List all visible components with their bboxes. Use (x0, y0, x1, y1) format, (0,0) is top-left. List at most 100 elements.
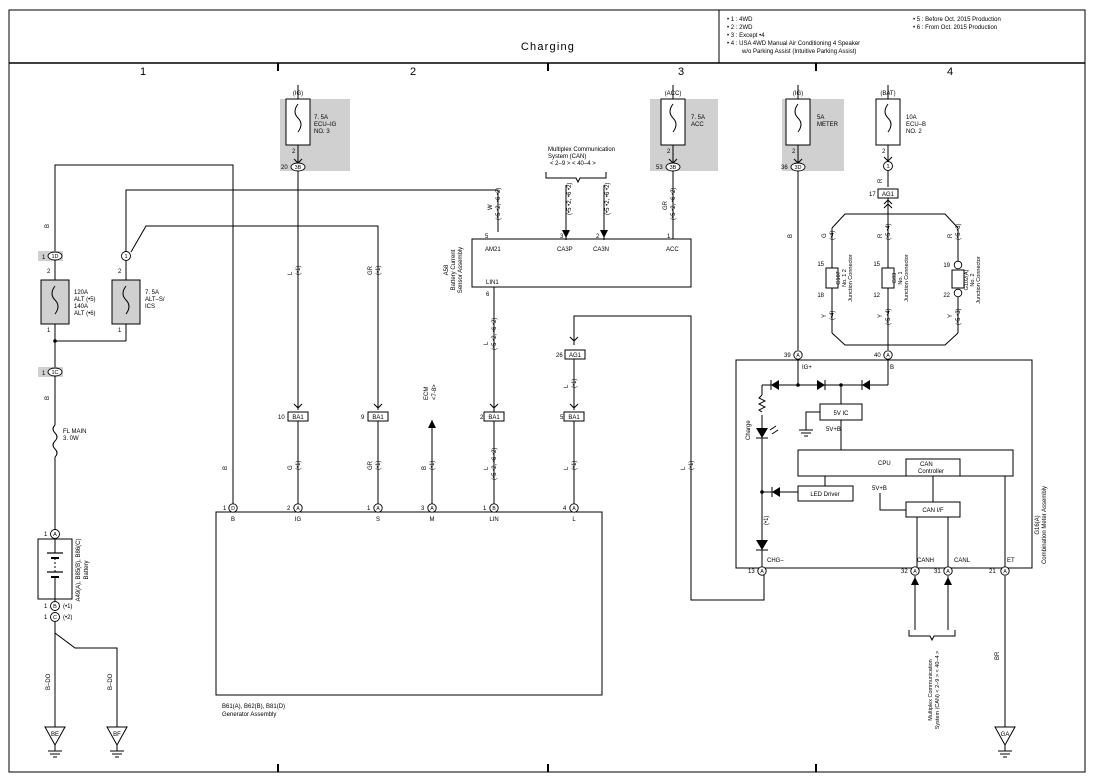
svg-text:METER: METER (817, 122, 839, 128)
svg-text:(•2): (•2) (63, 615, 72, 621)
svg-text:IG: IG (295, 517, 302, 523)
svg-text:Controller: Controller (918, 469, 944, 475)
svg-text:B: B (45, 396, 51, 400)
svg-text:A49(A), B85(B), B86(C): A49(A), B85(B), B86(C) (76, 538, 82, 601)
svg-text:4: 4 (563, 506, 567, 512)
svg-text:L: L (572, 517, 576, 523)
svg-text:(•5 •2, •6 •2): (•5 •2, •6 •2) (496, 188, 502, 220)
svg-text:(•1): (•1) (572, 379, 578, 388)
svg-text:AM21: AM21 (485, 247, 501, 253)
svg-text:20: 20 (281, 165, 288, 171)
svg-text:(•1): (•1) (296, 266, 302, 275)
svg-text:1: 1 (42, 371, 46, 377)
svg-text:G93: G93 (892, 273, 898, 283)
svg-text:2: 2 (480, 415, 484, 421)
svg-text:Sensor Assembly: Sensor Assembly (458, 247, 464, 293)
svg-text:1: 1 (42, 255, 46, 261)
svg-text:R: R (878, 178, 884, 183)
svg-text:NO. 3: NO. 3 (314, 129, 330, 135)
svg-text:A: A (913, 569, 917, 575)
svg-text:21: 21 (989, 569, 996, 575)
svg-text:Y: Y (948, 314, 954, 318)
svg-text:BA1: BA1 (292, 415, 304, 421)
svg-text:L: L (564, 466, 570, 470)
svg-text:CAN I/F: CAN I/F (922, 508, 944, 514)
svg-text:CPU: CPU (878, 461, 891, 467)
svg-text:L: L (564, 384, 570, 388)
svg-text:2: 2 (47, 269, 51, 275)
svg-text:BA1: BA1 (488, 415, 500, 421)
fuse-ecu-b-no2: (BAT) 10A ECU–B NO. 2 2 1 (875, 85, 926, 171)
svg-text:1: 1 (124, 254, 127, 260)
svg-text:System (CAN) < 2–9 > < 40–4 >: System (CAN) < 2–9 > < 40–4 > (935, 651, 941, 730)
svg-text:9: 9 (361, 415, 365, 421)
note-4-cont: w/o Parking Assist (Intuitive Parking As… (741, 49, 856, 55)
svg-text:GA: GA (1001, 732, 1010, 738)
svg-text:Generator Assembly: Generator Assembly (222, 712, 276, 718)
svg-text:G: G (288, 465, 294, 470)
svg-text:A: A (886, 353, 890, 359)
svg-text:CANH: CANH (917, 558, 934, 564)
svg-text:31: 31 (934, 569, 941, 575)
svg-text:7. 5A: 7. 5A (145, 290, 159, 296)
svg-text:A: A (796, 353, 800, 359)
svg-text:ALT (•6): ALT (•6) (74, 311, 96, 317)
svg-text:Battery Current: Battery Current (451, 249, 457, 290)
svg-text:No. 1: No. 1 (898, 271, 904, 284)
svg-text:BE: BE (51, 732, 59, 738)
svg-text:(•4): (•4) (830, 311, 836, 320)
svg-text:2: 2 (287, 506, 291, 512)
svg-text:(•1): (•1) (376, 266, 382, 275)
svg-text:(•5 •2, •6 •2): (•5 •2, •6 •2) (671, 188, 677, 220)
svg-text:B–DO: B–DO (108, 673, 114, 690)
svg-text:Junction Connector: Junction Connector (976, 256, 982, 304)
svg-text:ALT (•5): ALT (•5) (74, 297, 96, 303)
svg-text:G16(A): G16(A) (1035, 515, 1041, 534)
svg-text:B: B (422, 466, 428, 470)
svg-text:B: B (788, 234, 794, 238)
svg-text:Y: Y (878, 314, 884, 318)
svg-text:B61(A), B62(B), B81(D): B61(A), B62(B), B81(D) (222, 704, 285, 710)
svg-text:12: 12 (873, 293, 880, 299)
svg-text:6: 6 (486, 292, 490, 298)
svg-text:17: 17 (869, 192, 876, 198)
svg-text:2: 2 (596, 234, 600, 240)
svg-text:IG+: IG+ (802, 365, 812, 371)
svg-text:FL MAIN: FL MAIN (63, 429, 86, 435)
svg-text:32: 32 (901, 569, 908, 575)
note-4: • 4 : USA 4WD Manual Air Conditioning 4 … (727, 41, 860, 47)
grid-col-2: 2 (410, 66, 416, 78)
svg-text:5V IC: 5V IC (833, 411, 849, 417)
svg-text:Battery: Battery (84, 560, 90, 579)
svg-text:Charge: Charge (746, 420, 752, 440)
svg-text:A: A (296, 506, 300, 512)
svg-text:R: R (948, 233, 954, 238)
wire-m-ecm: ECM <7-8> B (•1) (422, 384, 438, 505)
svg-text:ACC: ACC (666, 247, 679, 253)
svg-text:15: 15 (873, 262, 880, 268)
svg-text:120A: 120A (74, 290, 88, 296)
svg-text:Combination Meter Assembly: Combination Meter Assembly (1042, 486, 1048, 564)
svg-text:1: 1 (44, 615, 48, 621)
svg-text:3B: 3B (295, 165, 302, 171)
svg-text:(•1): (•1) (764, 516, 770, 525)
svg-text:<7-8>: <7-8> (432, 384, 438, 400)
svg-text:5: 5 (560, 415, 564, 421)
svg-text:10: 10 (278, 415, 285, 421)
svg-text:M: M (430, 517, 435, 523)
svg-text:R: R (878, 233, 884, 238)
svg-text:GR: GR (663, 200, 669, 210)
svg-text:1: 1 (44, 604, 48, 610)
svg-text:53: 53 (656, 165, 663, 171)
battery-current-sensor: W (•5 •2, •6 •2) 5 AM21 3 CA3P 2 CA3N 1 … (444, 147, 692, 298)
svg-text:(•5 •3): (•5 •3) (956, 308, 962, 325)
svg-text:7. 5A: 7. 5A (691, 115, 705, 121)
wire-ig: L (•1) 10 BA1 G (•1) (278, 171, 309, 505)
note-1: • 1 : 4WD (727, 17, 753, 23)
svg-text:1: 1 (223, 506, 227, 512)
svg-text:CHG–: CHG– (767, 558, 784, 564)
svg-text:C: C (53, 615, 57, 621)
fuse-acc: (ACC) 7. 5A ACC 2 53 3B (650, 85, 718, 172)
svg-text:A: A (53, 532, 57, 538)
